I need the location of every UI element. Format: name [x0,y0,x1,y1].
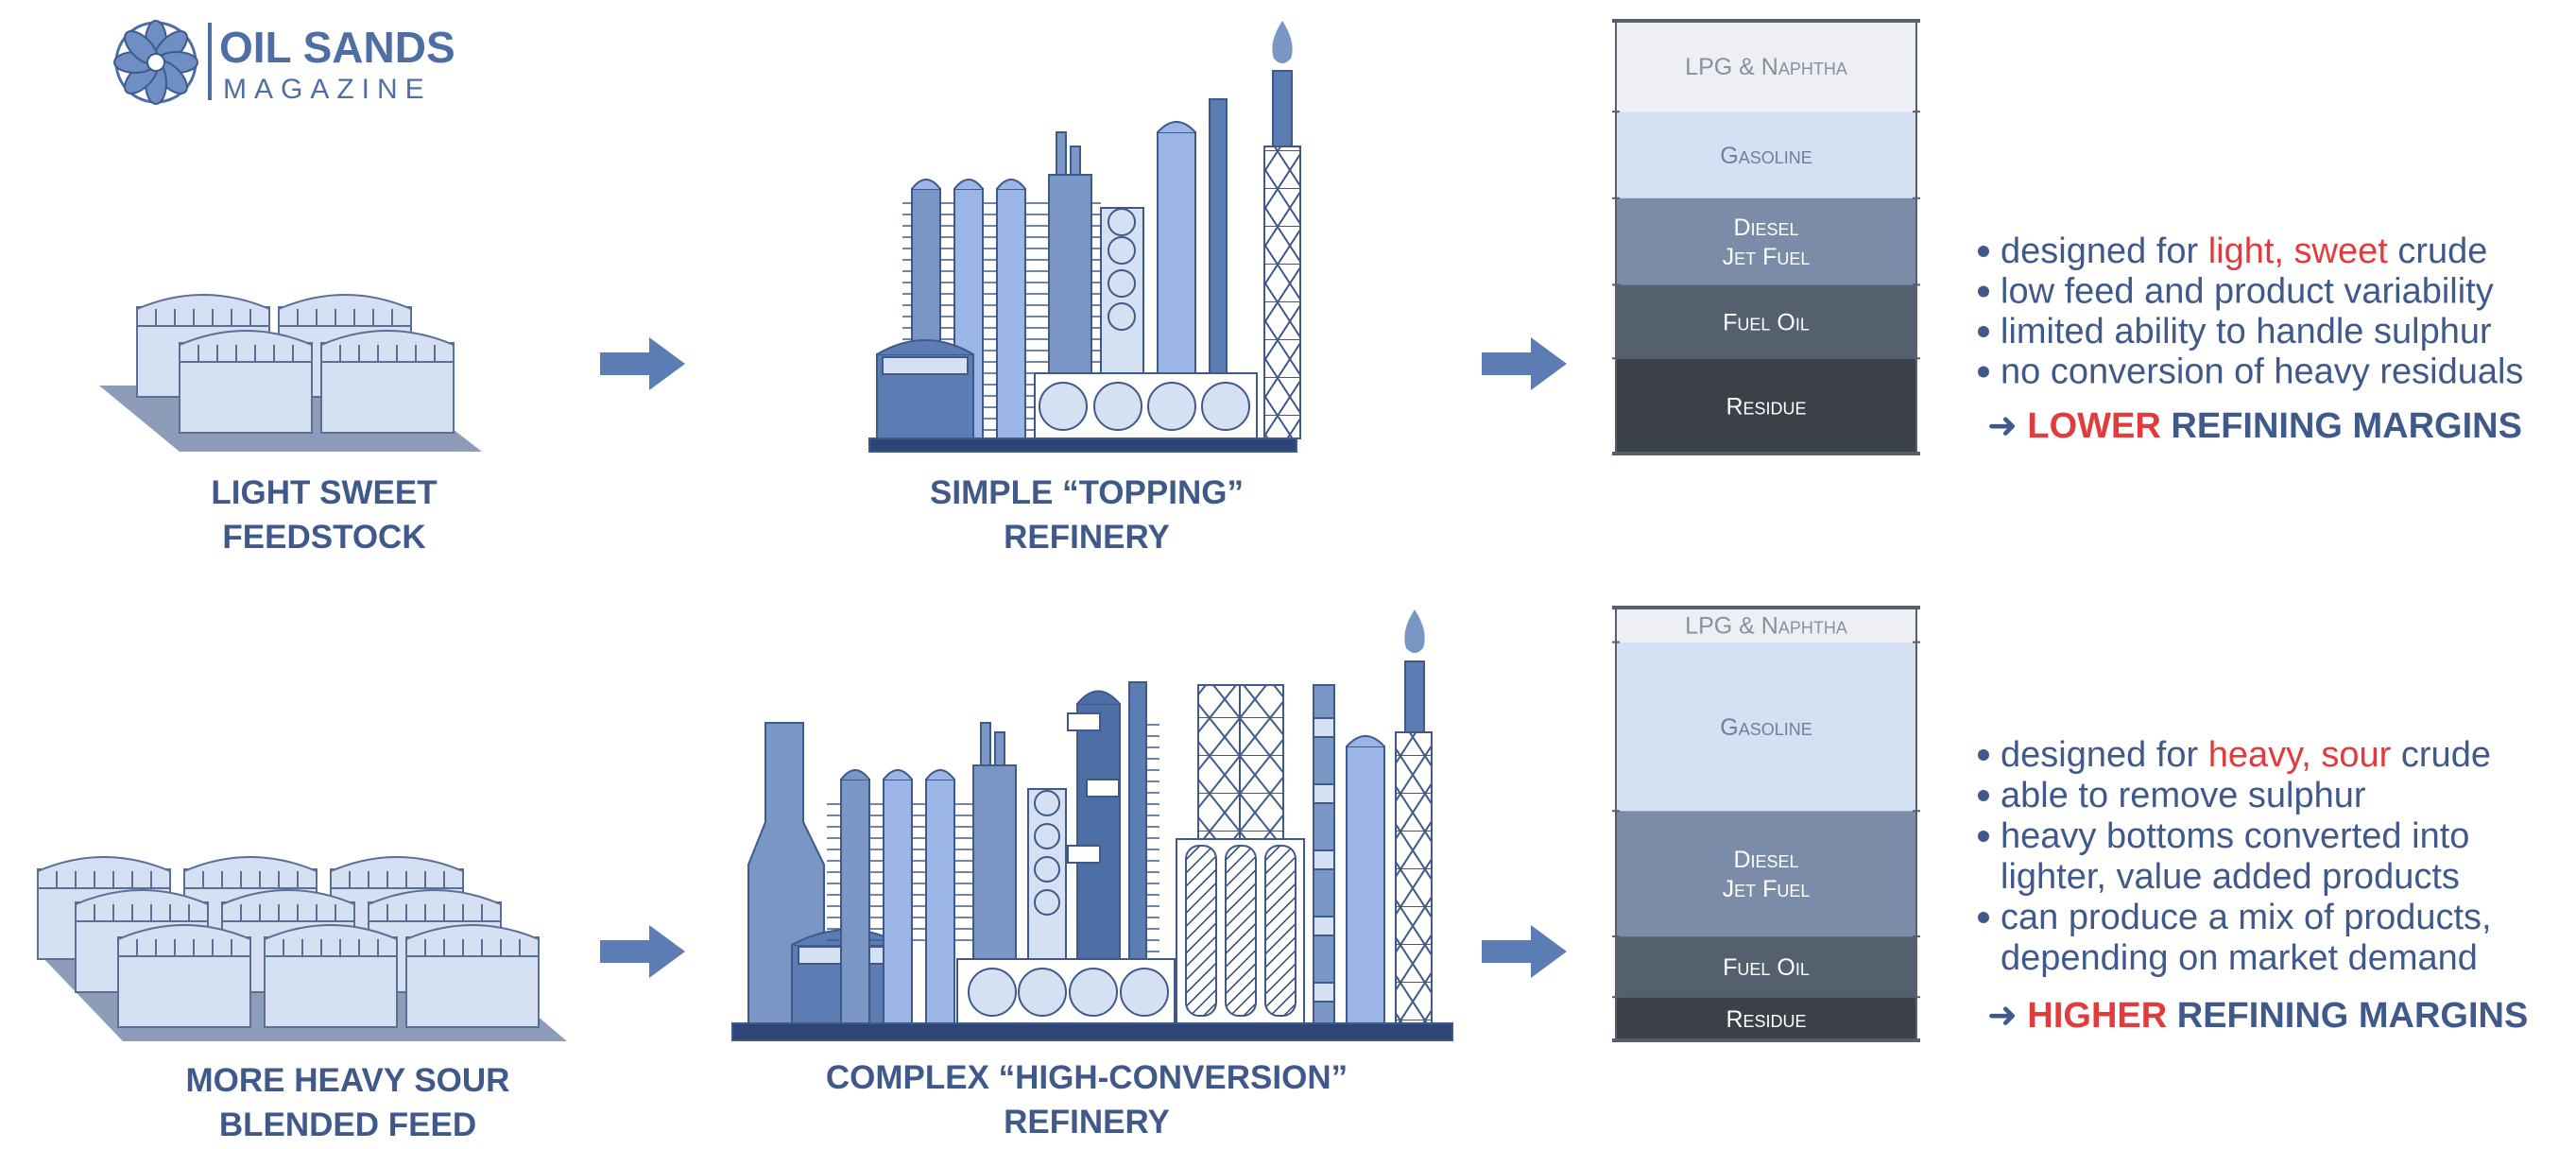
bullet-item: no conversion of heavy residuals [2001,352,2523,392]
bar-segment [1616,284,1916,359]
bullet-dot-icon [1978,246,1989,257]
bullet-item: can produce a mix of products, [2001,898,2492,937]
logo: OIL SANDS MAGAZINE [113,20,455,105]
bar-segment-label: Diesel [1733,847,1798,873]
bullet-item: able to remove sulphur [2001,776,2366,815]
bullet-item: low feed and product variability [2001,272,2494,312]
refinery-label-bottom-1: COMPLEX “HIGH-CONVERSION” [826,1059,1348,1096]
logo-title: OIL SANDS [219,23,455,72]
bullet-dot-icon [1978,285,1989,298]
margin-statement-bottom: ➜ HIGHER REFINING MARGINS [1987,996,2528,1036]
refinery-label-top-2: REFINERY [1004,519,1170,556]
bar-segment-label: Residue [1726,394,1806,420]
bar-segment-label: Jet Fuel [1723,244,1811,270]
feed-label-bottom-2: BLENDED FEED [219,1106,476,1143]
bar-segment-label: Residue [1726,1006,1806,1033]
refinery-label-top-1: SIMPLE “TOPPING” [930,474,1244,511]
bullet-dot-icon [1978,790,1989,801]
margin-statement-top: ➜ LOWER REFINING MARGINS [1987,406,2522,446]
refinery-label-bottom-2: REFINERY [1004,1104,1170,1140]
logo-emblem-icon [113,20,198,105]
bar-segment-label: Diesel [1733,214,1798,241]
feed-label-top-2: FEEDSTOCK [222,519,425,556]
bullet-dot-icon [1978,366,1989,378]
complex-refinery-illustration [731,609,1453,1041]
bar-segment [1616,21,1916,112]
bullet-dot-icon [1978,326,1989,337]
bar-segment [1616,608,1916,643]
tank-farm-light [99,294,482,452]
bar-segment-label: LPG & Naphtha [1685,54,1847,80]
bullet-dot-icon [1978,912,1989,923]
arrow-right-icon [600,337,685,390]
bullet-item: designed for light, sweet crude [2001,232,2487,271]
bar-segment [1616,358,1916,454]
bar-segment-label: Fuel Oil [1723,954,1810,981]
bullet-item: limited ability to handle sulphur [2001,312,2492,352]
bar-segment-label: Fuel Oil [1723,309,1810,335]
bullet-item: lighter, value added products [2001,857,2460,897]
bullet-dot-icon [1978,749,1989,761]
bar-segment [1616,997,1916,1040]
bar-segment [1616,197,1916,285]
feed-label-bottom-1: MORE HEAVY SOUR [186,1062,510,1099]
logo-subtitle: MAGAZINE [223,74,432,105]
simple-refinery-illustration [868,21,1301,453]
bar-segment [1616,111,1916,198]
bullet-item: depending on market demand [2001,938,2478,978]
bar-segment [1616,936,1916,998]
arrow-right-icon [1482,925,1567,978]
arrow-right-icon [1482,337,1567,390]
arrow-right-icon [600,925,685,978]
tank-farm-heavy [37,856,567,1041]
bar-segment-label: LPG & Naphtha [1685,612,1847,639]
bullet-dot-icon [1978,831,1989,842]
bullet-item: designed for heavy, sour crude [2001,735,2491,775]
bar-segment-label: Gasoline [1720,143,1812,169]
feed-label-top-1: LIGHT SWEET [211,474,437,511]
bar-segment [1616,811,1916,937]
bar-segment-label: Jet Fuel [1723,876,1811,902]
bar-segment [1616,642,1916,812]
bar-segment-label: Gasoline [1720,714,1812,741]
bullet-item: heavy bottoms converted into [2001,816,2469,856]
